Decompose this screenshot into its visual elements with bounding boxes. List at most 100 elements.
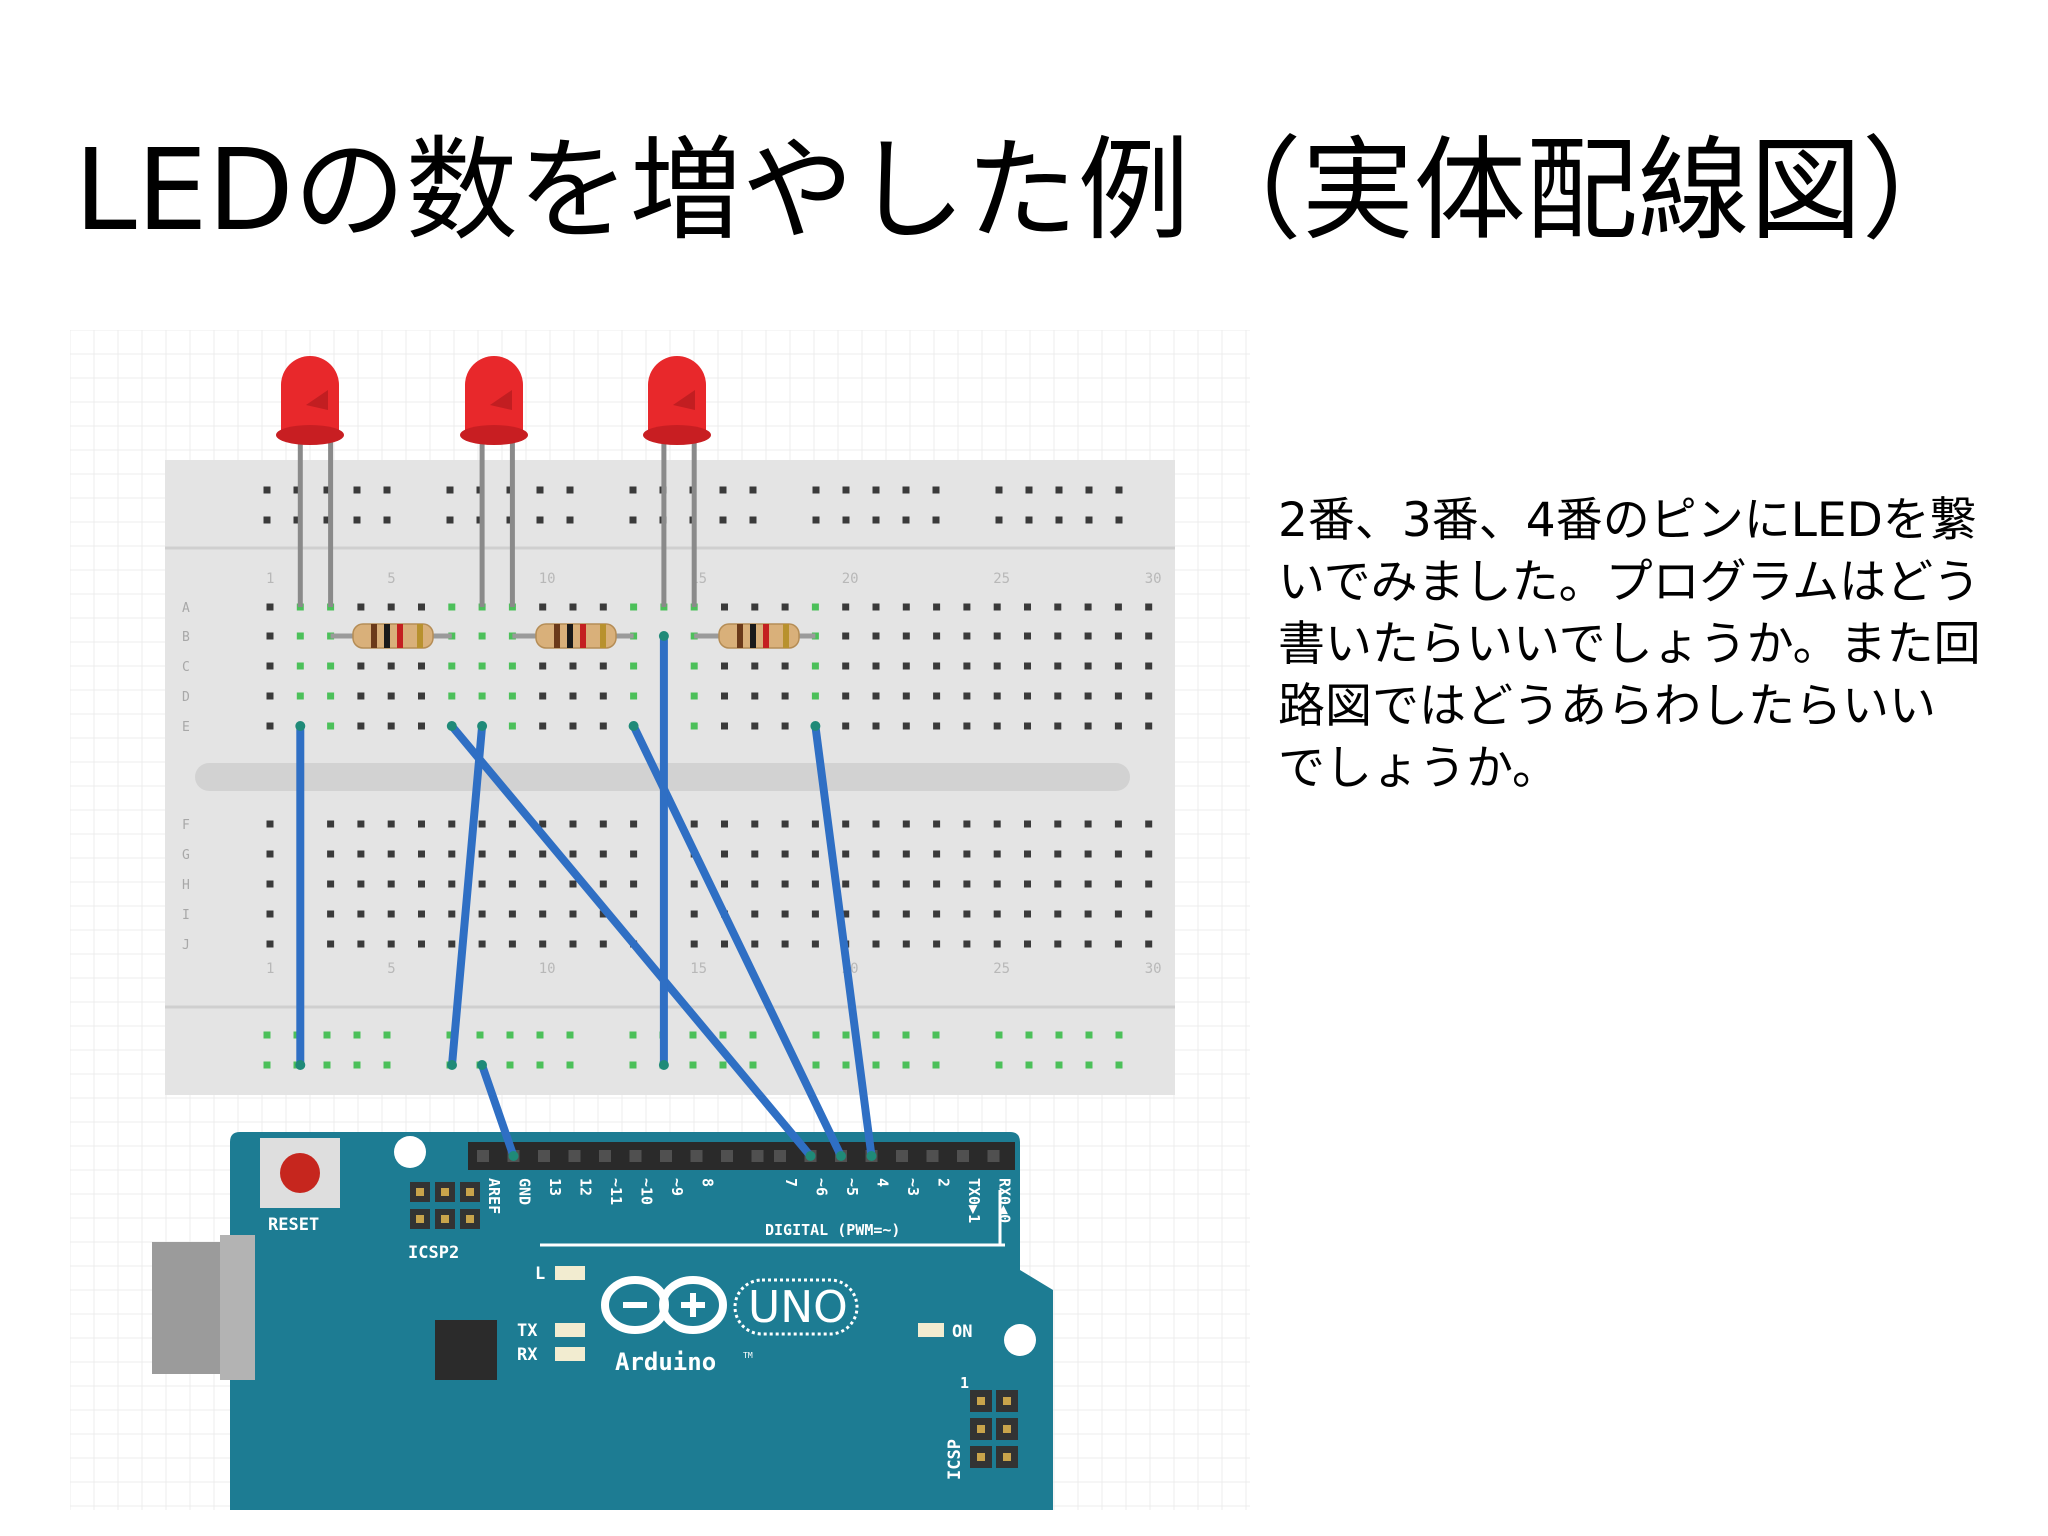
pin-gold: [466, 1215, 474, 1223]
breadboard-hole: [902, 722, 910, 730]
breadboard-hole: [1114, 722, 1122, 730]
rail-hole: [536, 1061, 544, 1069]
rail-hole: [932, 1031, 940, 1039]
column-number: 10: [539, 961, 556, 977]
row-label: B: [182, 630, 190, 645]
breadboard-hole: [751, 940, 759, 948]
breadboard-hole: [478, 692, 486, 700]
header-pin: [538, 1150, 550, 1162]
jumper-wire: [447, 722, 815, 1160]
red-led: [465, 356, 523, 435]
breadboard-hole: [448, 820, 456, 828]
pin-label: 13: [546, 1178, 564, 1196]
wiring-diagram-svg: ABCDEFGHIJ115510101515202025253030RESETI…: [70, 330, 1250, 1510]
rail-hole: [689, 1031, 697, 1039]
red-led: [281, 356, 339, 435]
breadboard-hole: [1024, 662, 1031, 670]
pin-gold: [977, 1425, 985, 1433]
breadboard-hole: [508, 662, 516, 670]
breadboard-hole: [751, 880, 759, 888]
breadboard-hole: [1145, 850, 1153, 858]
resistor-band: [783, 624, 789, 648]
breadboard-hole: [690, 940, 698, 948]
usb-connector-face: [220, 1235, 255, 1380]
wire-end: [805, 1151, 816, 1161]
jumper-wire: [811, 722, 876, 1160]
breadboard-hole: [811, 910, 819, 918]
breadboard-hole: [569, 722, 577, 730]
breadboard-hole: [933, 820, 941, 828]
breadboard-hole: [993, 910, 1001, 918]
wiring-diagram: ABCDEFGHIJ115510101515202025253030RESETI…: [70, 330, 1250, 1510]
pin-gold: [977, 1397, 985, 1405]
led-reflector: [673, 390, 695, 410]
rail-hole: [872, 486, 880, 494]
rail-hole: [353, 516, 361, 524]
header-pin: [721, 1150, 733, 1162]
breadboard-hole: [478, 662, 486, 670]
breadboard-hole: [569, 692, 577, 700]
wire-end: [508, 1151, 519, 1161]
rail-hole: [293, 516, 301, 524]
body-line: いでみました。プログラムはどう: [1278, 555, 1981, 610]
infinity-logo-right: [659, 1276, 727, 1334]
breadboard-hole: [1024, 910, 1031, 918]
breadboard-hole: [357, 692, 365, 700]
breadboard-hole: [418, 850, 425, 858]
breadboard-hole: [872, 880, 880, 888]
breadboard-hole: [448, 850, 456, 858]
rail-hole: [1025, 1031, 1033, 1039]
on-label: ON: [952, 1322, 972, 1342]
row-label: J: [182, 938, 190, 953]
chip: [435, 1320, 497, 1380]
led-base: [643, 425, 711, 445]
power-rail-holes: [263, 486, 1123, 1069]
breadboard-hole: [963, 850, 971, 858]
column-number: 15: [690, 961, 707, 977]
header-pin: [774, 1150, 786, 1162]
breadboard-hole: [387, 880, 395, 888]
breadboard-hole: [296, 632, 304, 640]
pin-label: RX0◀0: [996, 1178, 1014, 1223]
rail-hole: [719, 486, 727, 494]
breadboard-hole: [357, 820, 365, 828]
icsp-label: ICSP: [945, 1439, 965, 1480]
breadboard-hole: [1145, 662, 1153, 670]
breadboard-hole: [478, 910, 486, 918]
plus-sign: [690, 1293, 696, 1317]
slide-title: LEDの数を増やした例（実体配線図）: [74, 126, 1974, 256]
breadboard-hole: [357, 722, 365, 730]
breadboard-hole: [508, 820, 516, 828]
rail-hole: [749, 1031, 757, 1039]
breadboard-hole: [599, 692, 607, 700]
breadboard-hole: [599, 910, 607, 918]
breadboard-hole: [872, 910, 880, 918]
rail-hole: [629, 516, 637, 524]
header-pin: [568, 1150, 581, 1162]
breadboard-hole: [569, 662, 577, 670]
tx-label: TX: [517, 1321, 538, 1341]
pin-label: 8: [699, 1178, 717, 1187]
breadboard-hole: [963, 662, 971, 670]
rail-hole: [902, 516, 910, 524]
breadboard-hole: [751, 850, 759, 858]
rail-hole: [446, 486, 454, 494]
pin-gold: [441, 1215, 449, 1223]
wire-end: [658, 631, 669, 641]
breadboard-hole: [1114, 632, 1122, 640]
column-number: 20: [842, 571, 859, 587]
breadboard-hole: [781, 910, 789, 918]
breadboard-hole: [872, 722, 880, 730]
reset-button-cap: [280, 1153, 320, 1193]
breadboard-hole: [1024, 850, 1031, 858]
breadboard-hole: [872, 603, 880, 611]
breadboard-hole: [1084, 722, 1092, 730]
rail-hole: [629, 1061, 637, 1069]
red-led: [648, 356, 706, 435]
rail-hole: [1025, 516, 1033, 524]
breadboard-hole: [1084, 880, 1092, 888]
breadboard-hole: [418, 880, 425, 888]
breadboard-hole: [418, 603, 425, 611]
breadboard-hole: [448, 910, 456, 918]
header-pin: [957, 1150, 969, 1162]
